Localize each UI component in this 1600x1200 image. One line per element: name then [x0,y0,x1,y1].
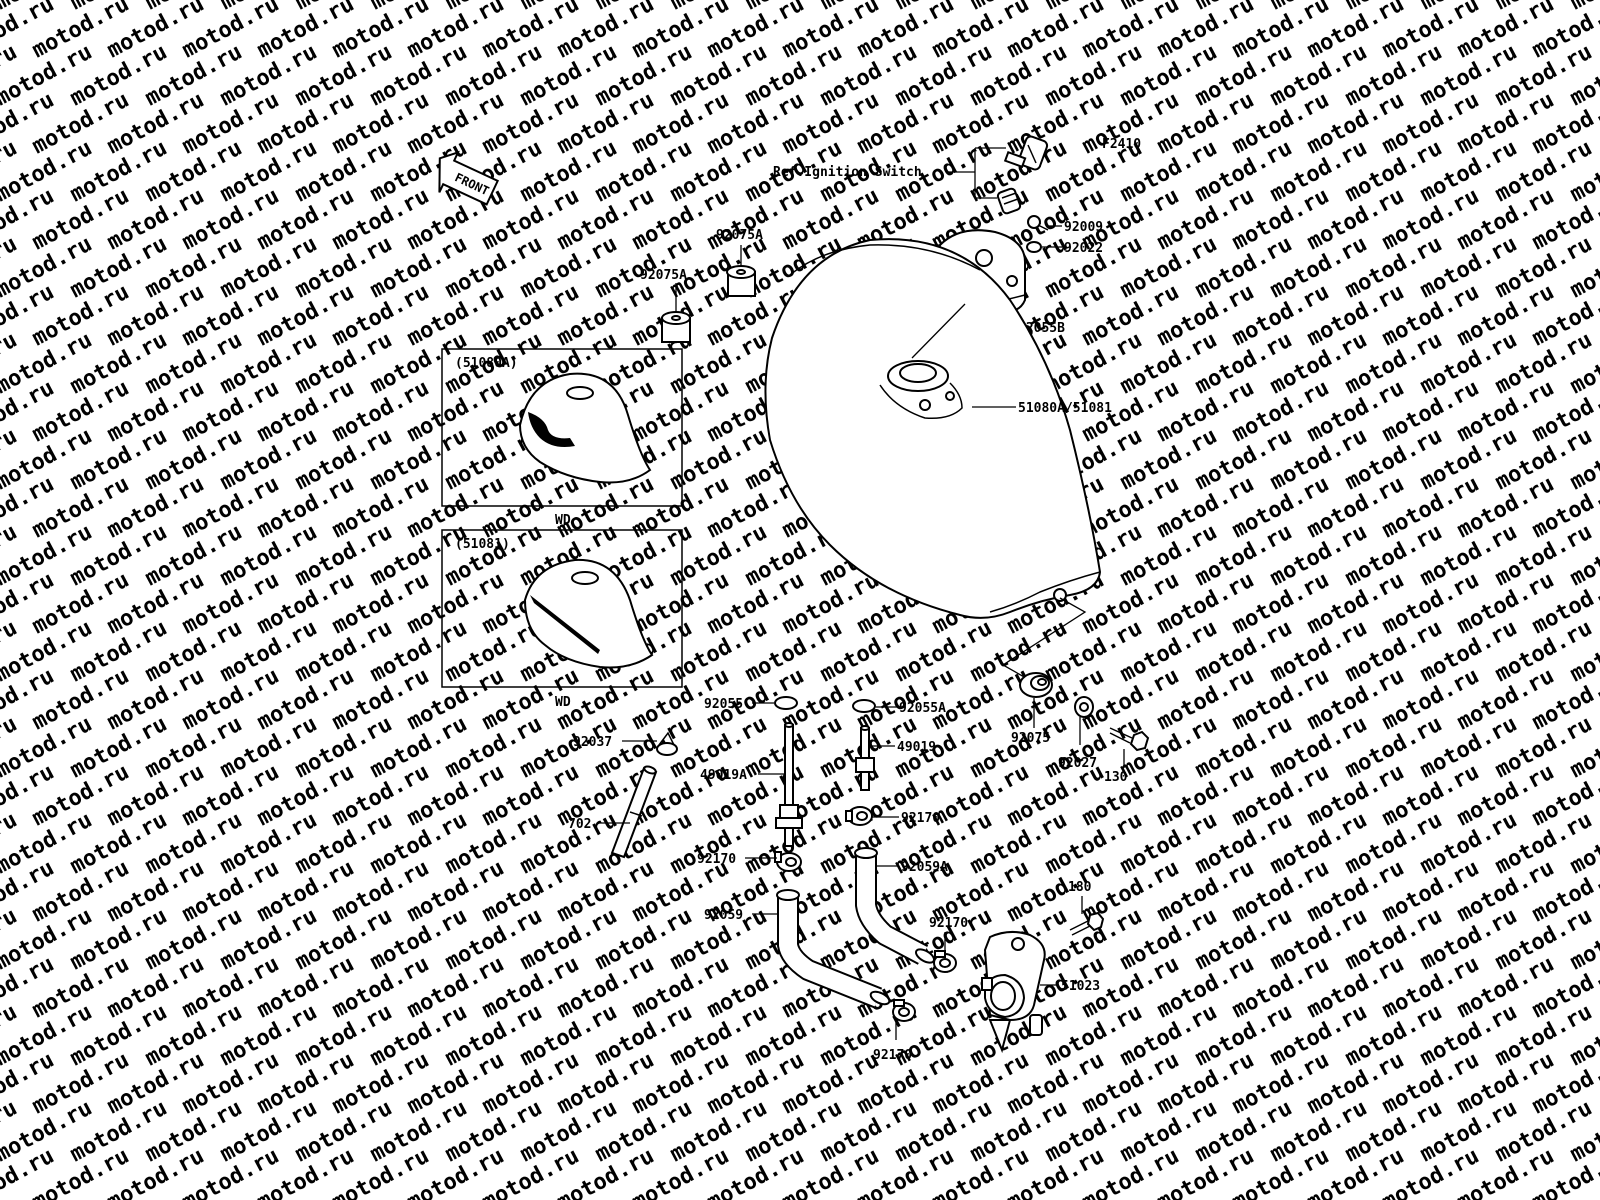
inset-51081-caption: WD [555,695,571,710]
label-92170-c: 92170 [929,916,968,931]
label-92059A: 92059A [901,860,948,875]
rubber-damper-icon [726,265,756,297]
washer-icon [1026,241,1042,253]
label-92027: 92027 [1058,756,1097,771]
hose-clamp-icon [892,999,916,1022]
ref-ignition-switch-label: Ref.Ignition Switch [773,165,922,180]
label-92009: 92009 [1064,220,1103,235]
label-49019: 49019 [897,740,936,755]
hose-clamp-icon [774,851,802,872]
label-180: 180 [1068,880,1092,895]
label-92075: 92075 [1011,731,1050,746]
label-702: 702 [568,817,591,832]
hose-clamp-icon [933,950,957,973]
label-51023: 51023 [1061,979,1100,994]
inset-51080A-caption: WD [555,513,571,528]
label-92170-d: 92170 [873,1048,912,1063]
hose-clamp-icon [845,806,873,826]
label-92055A: 92055A [899,701,946,716]
label-92055: 92055 [704,697,743,712]
label-92037: 92037 [573,735,612,750]
label-92022: 92022 [1064,241,1103,256]
label-49019A: 49019A [700,768,747,783]
rubber-damper-icon [661,311,691,343]
label-51080A-51081: 51080A/51081 [1018,401,1112,416]
collar-icon [1074,696,1094,718]
inset-51080A-label: (51080A) [455,356,518,371]
label-130: 130 [1104,770,1128,785]
grommet-icon [1019,672,1053,698]
diagram-code: F2410 [1102,137,1141,152]
inset-51081-label: (51081) [455,537,510,552]
label-92075A-top: 92075A [716,228,763,243]
label-92170-b: 92170 [697,852,736,867]
label-92075A-left: 92075A [640,268,687,283]
label-92170-a: 92170 [901,811,940,826]
o-ring-icon [774,696,798,710]
label-92059: 92059 [704,908,743,923]
